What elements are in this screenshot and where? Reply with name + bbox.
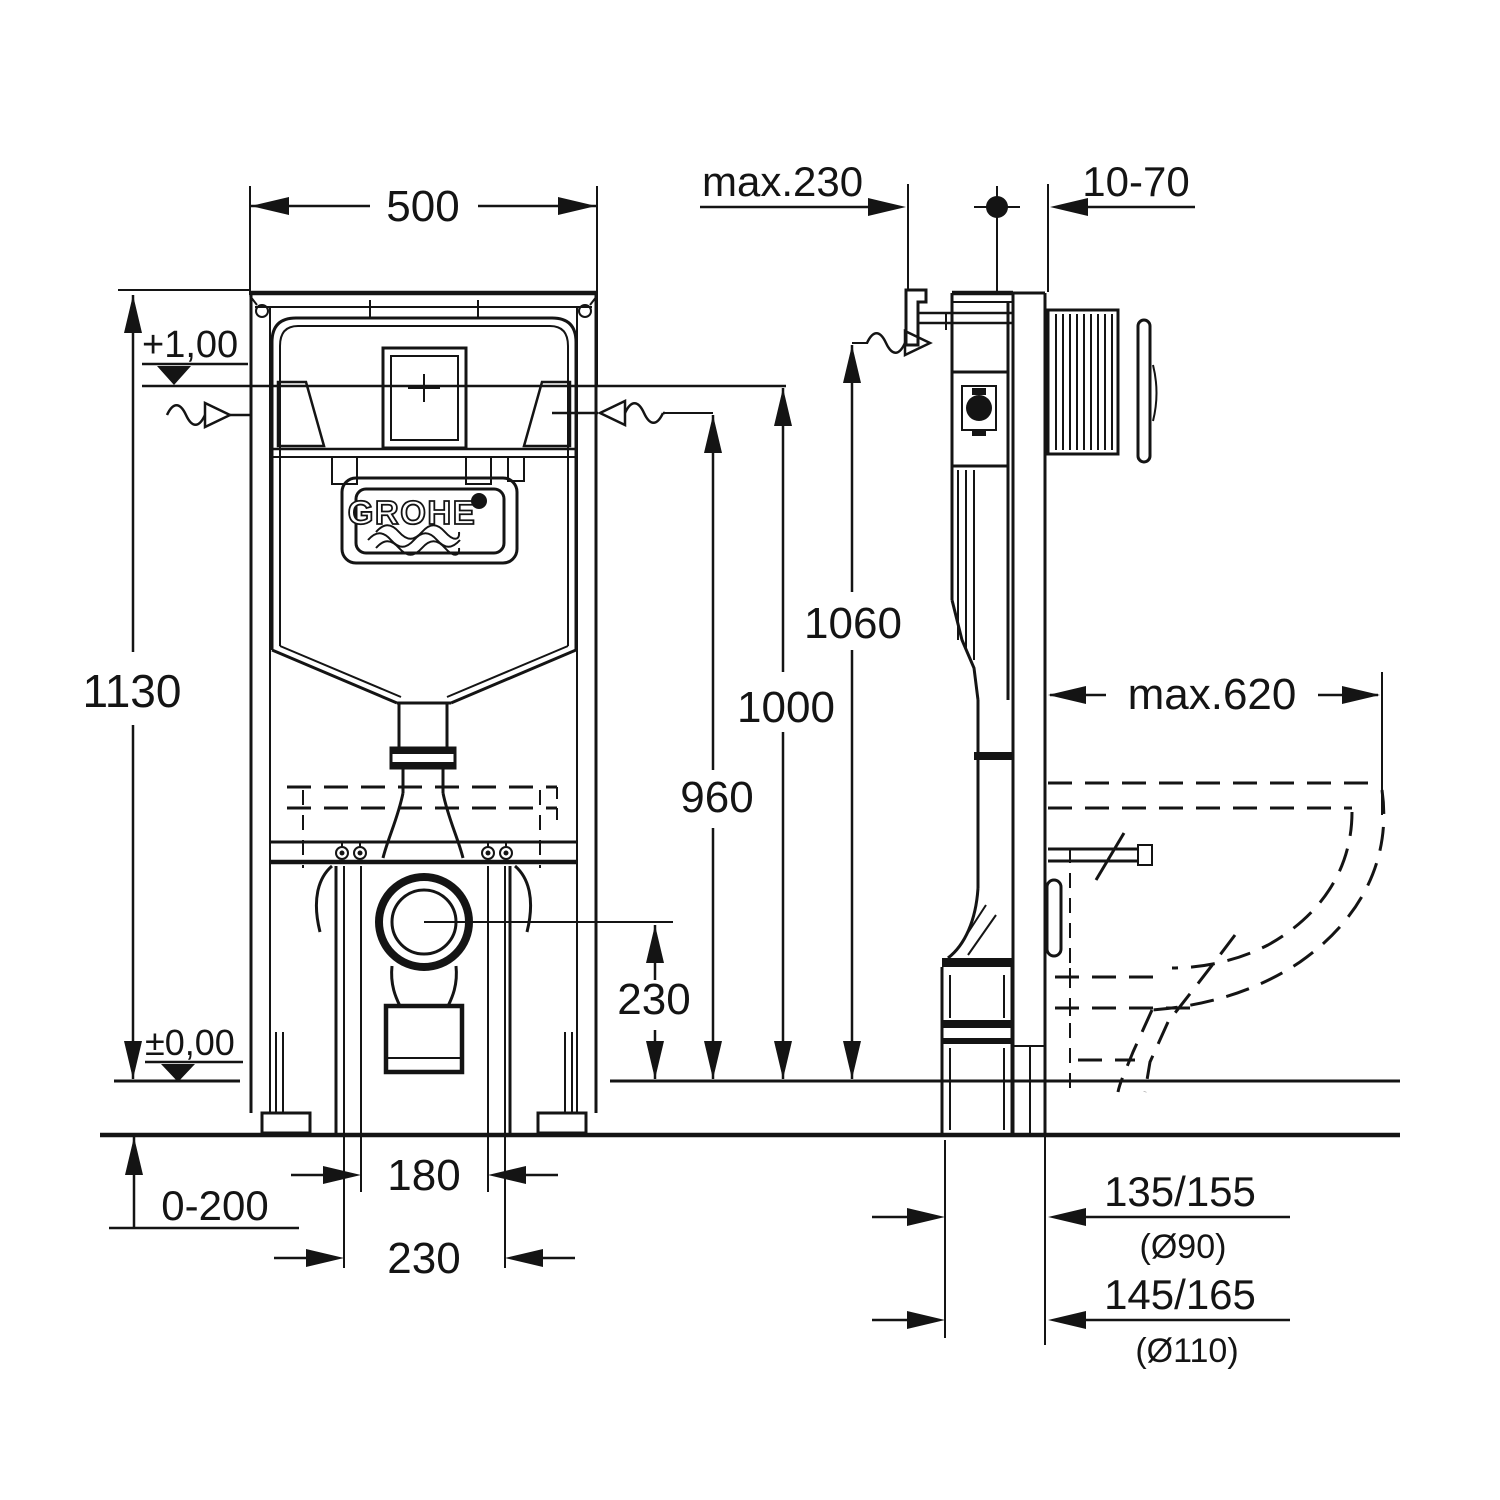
dim-frame-width: 500 (249, 182, 598, 386)
dim-label-230-drain: 230 (617, 975, 690, 1024)
dim-label-135-155: 135/155 (1104, 1168, 1256, 1215)
dim-label-500: 500 (386, 182, 459, 231)
dim-label-960: 960 (680, 773, 753, 822)
flush-plate-side (1136, 318, 1158, 464)
level-marker-floor: ±0,00 (145, 1022, 243, 1082)
supply-arrow-side (865, 329, 933, 357)
dim-height-1060: 1060 (804, 342, 902, 1079)
supply-arrow-right (552, 399, 665, 427)
dim-label-max230: max.230 (702, 158, 863, 205)
floor-lines (100, 1079, 1400, 1138)
dim-label-230-bolts: 230 (387, 1234, 460, 1283)
level-label-zero: ±0,00 (145, 1022, 235, 1063)
wave-icon (367, 532, 461, 548)
front-cistern (270, 300, 578, 705)
grohe-logo-plate: GROHE (340, 476, 519, 565)
level-triangle-icon (161, 1064, 195, 1082)
dim-frame-height: 1130 (83, 289, 250, 1079)
side-frame-profile (904, 288, 1047, 1345)
level-triangle-icon (157, 366, 191, 385)
dim-height-1000: 1000 (737, 388, 835, 1079)
dim-max-projection: max.620 (1048, 670, 1383, 815)
supply-arrow-left (165, 401, 251, 429)
front-flush-pipe (381, 703, 465, 859)
dim-label-dia90: (Ø90) (1140, 1228, 1227, 1266)
mounting-stud (1048, 832, 1153, 881)
actuation-point-marker (974, 186, 1020, 293)
front-frame (249, 290, 598, 1135)
dim-flush-plate-range: 10-70 (1047, 158, 1195, 292)
dim-label-max620: max.620 (1128, 670, 1297, 719)
dim-foot-adjustment: 0-200 (109, 1137, 299, 1230)
dim-label-10-70: 10-70 (1082, 158, 1189, 205)
grohe-logo-text: GROHE (348, 494, 477, 531)
dim-label-1060: 1060 (804, 599, 902, 648)
wave-icon (375, 524, 461, 540)
dim-bolt-spacings: 180 230 (274, 866, 575, 1283)
wc-bowl-dashed-outline (1048, 781, 1386, 1093)
registered-mark-icon (471, 493, 487, 509)
frame-slot (1045, 878, 1063, 958)
level-label-plus100: +1,00 (142, 324, 238, 366)
side-cistern-profile (940, 290, 1014, 1133)
level-marker-upper: +1,00 (142, 324, 248, 385)
front-drain-outlet (287, 785, 673, 1133)
dim-max-wall-depth: max.230 (700, 158, 909, 290)
wave-icon (375, 540, 461, 556)
dim-label-1130: 1130 (83, 665, 182, 717)
dim-label-145-165: 145/165 (1104, 1271, 1256, 1318)
dim-label-1000: 1000 (737, 683, 835, 732)
dim-drain-offsets: 135/155 (Ø90) 145/165 (Ø110) (872, 1140, 1290, 1370)
dim-height-960: 960 (665, 412, 754, 1079)
dim-label-0-200: 0-200 (161, 1182, 268, 1229)
dim-drain-height: 230 (617, 925, 691, 1079)
dim-label-dia110: (Ø110) (1135, 1332, 1238, 1370)
flush-pipe-sleeve (1046, 308, 1120, 456)
dim-label-180: 180 (387, 1151, 460, 1200)
